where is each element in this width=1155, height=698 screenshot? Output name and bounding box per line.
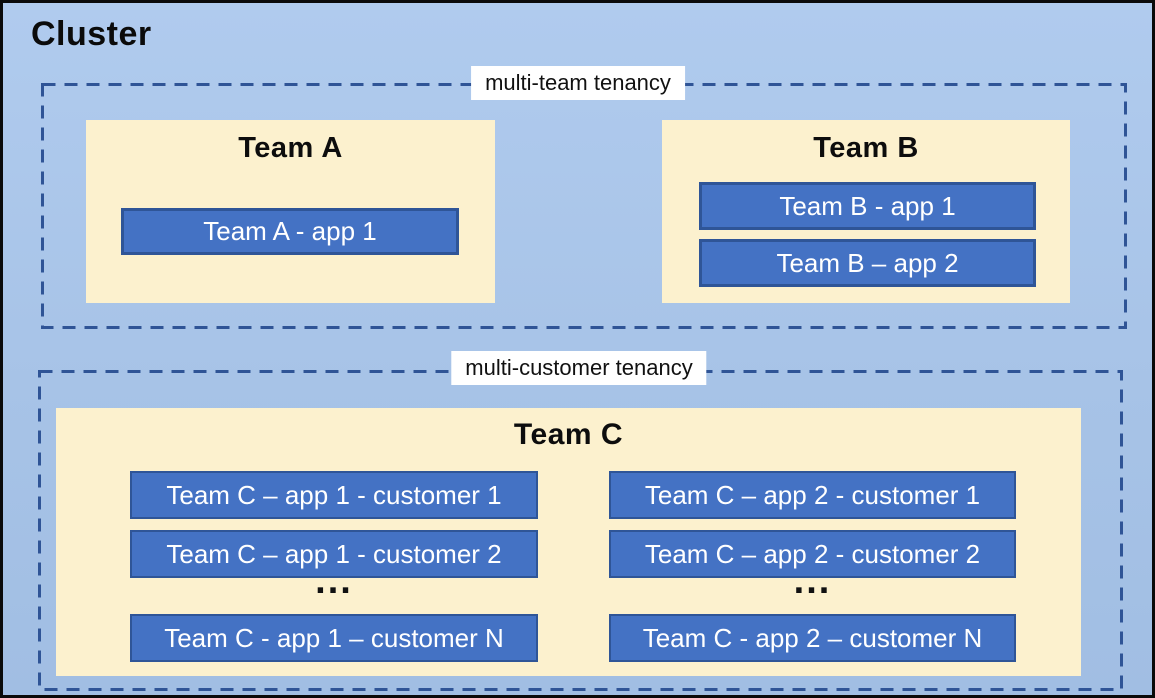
team-b-app-2-box: Team B – app 2 <box>699 239 1036 287</box>
team-c-app-2-customer-2-box: Team C – app 2 - customer 2 <box>609 530 1016 578</box>
team-c-app-2-customer-1-box: Team C – app 2 - customer 1 <box>609 471 1016 519</box>
team-c-app-2-ellipsis: ... <box>793 560 832 602</box>
team-c-app-1-ellipsis: ... <box>315 560 353 602</box>
team-c-title: Team C <box>513 418 624 451</box>
multi-team-dashed-border <box>41 83 1127 329</box>
team-c-app-1-customer-n-box: Team C - app 1 – customer N <box>130 614 538 662</box>
team-a-app-1-box: Team A - app 1 <box>121 208 459 255</box>
team-a-title: Team A <box>238 132 343 164</box>
cluster-title: Cluster <box>31 15 152 53</box>
multi-team-tenancy-label: multi-team tenancy <box>471 66 685 100</box>
multi-customer-tenancy-label: multi-customer tenancy <box>451 351 707 385</box>
team-c-app-1-customer-2-box: Team C – app 1 - customer 2 <box>130 530 538 578</box>
team-c-app-2-customer-n-box: Team C - app 2 – customer N <box>609 614 1016 662</box>
team-c-app-1-customer-1-box: Team C – app 1 - customer 1 <box>130 471 538 519</box>
team-b-app-1-box: Team B - app 1 <box>699 182 1036 230</box>
team-b-title: Team B <box>813 132 919 164</box>
